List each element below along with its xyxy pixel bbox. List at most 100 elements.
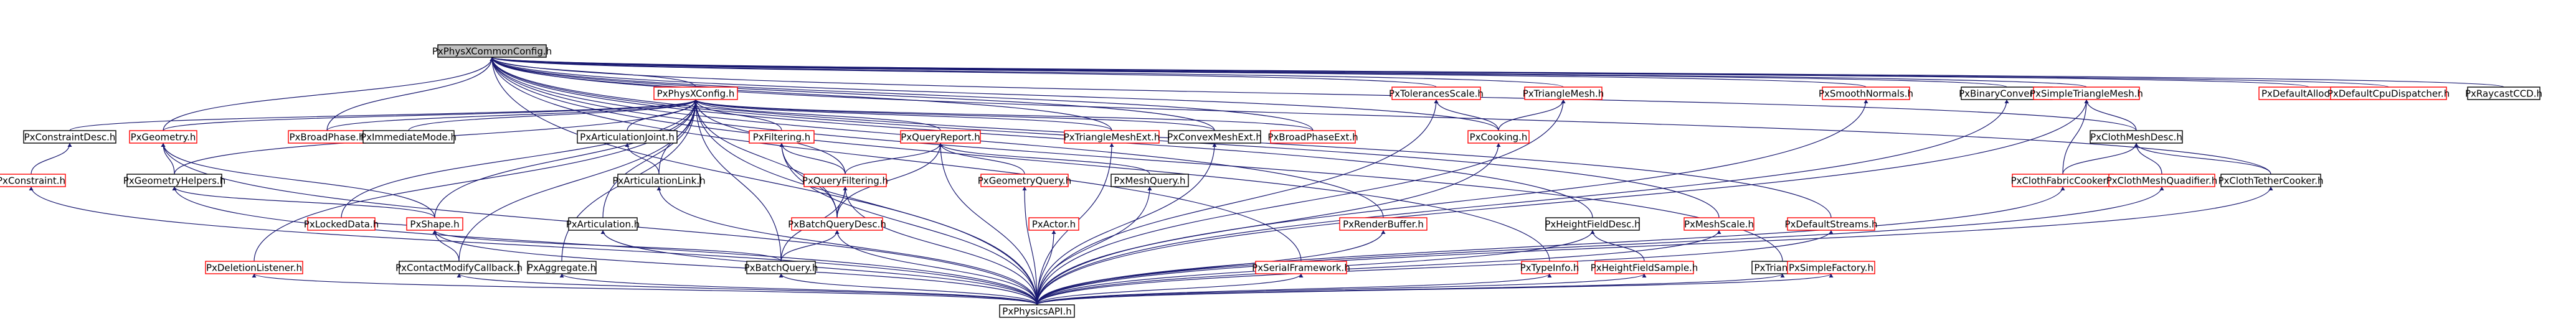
node-lockeddata[interactable]: PxLockedData.h — [304, 217, 379, 231]
node-config[interactable]: PxPhysXConfig.h — [653, 86, 738, 100]
node-cooking[interactable]: PxCooking.h — [1467, 130, 1530, 144]
node-box-tolscale — [1391, 86, 1481, 100]
node-deletion[interactable]: PxDeletionListener.h — [205, 261, 303, 274]
node-artjoint[interactable]: PxArticulationJoint.h — [577, 130, 678, 144]
edge-physicsapi-to-aggregate — [561, 273, 1038, 305]
node-label-config: PxPhysXConfig.h — [657, 88, 735, 100]
node-batchquery[interactable]: PxBatchQuery.h — [744, 261, 818, 274]
node-label-batchquery: PxBatchQuery.h — [744, 263, 818, 274]
node-box-lockeddata — [307, 217, 376, 231]
node-label-broadphase: PxBroadPhase.h — [289, 132, 364, 143]
node-box-batchquery — [746, 261, 816, 274]
node-constdesc[interactable]: PxConstraintDesc.h — [23, 130, 116, 144]
graph-edges — [29, 57, 2504, 305]
node-geomhelpers[interactable]: PxGeometryHelpers.h — [123, 174, 225, 187]
node-typeinfo[interactable]: PxTypeInfo.h — [1520, 261, 1579, 274]
edge-batchquery-to-shape — [434, 230, 782, 262]
node-label-filtering: PxFiltering.h — [753, 132, 811, 143]
node-smoothnorm[interactable]: PxSmoothNormals.h — [1819, 86, 1913, 100]
edge-contactmod-to-shape — [434, 230, 460, 262]
node-simplefactory[interactable]: PxSimpleFactory.h — [1787, 261, 1875, 274]
edge-typeinfo-to-root — [491, 57, 1550, 262]
edge-defcpu-to-root — [491, 57, 2389, 88]
edge-physicsapi-to-binconv — [1036, 99, 2007, 305]
edge-tolscale-to-root — [491, 57, 1437, 88]
arrowhead-physicsapi-to-aggregate — [559, 274, 564, 277]
node-constraint[interactable]: PxConstraint.h — [0, 174, 66, 187]
node-queryreport[interactable]: PxQueryReport.h — [900, 130, 981, 144]
node-label-geomquery: PxGeometryQuery.h — [978, 175, 1071, 187]
node-clothquad[interactable]: PxClothMeshQuadifier.h — [2106, 174, 2218, 187]
edge-physicsapi-to-actor — [1036, 230, 1054, 305]
node-simpletri[interactable]: PxSimpleTriangleMesh.h — [2030, 86, 2143, 100]
node-defstreams[interactable]: PxDefaultStreams.h — [1784, 217, 1878, 231]
node-box-bpext — [1270, 130, 1356, 144]
node-immediate[interactable]: PxImmediateMode.h — [361, 130, 457, 144]
node-trimeshext[interactable]: PxTriangleMeshExt.h — [1064, 130, 1160, 144]
node-tolscale[interactable]: PxTolerancesScale.h — [1389, 86, 1484, 100]
edge-physicsapi-to-hfsample — [1036, 273, 1645, 305]
edge-batchquery-to-batchdesc — [780, 230, 838, 262]
node-label-serialfw: PxSerialFramework.h — [1252, 263, 1350, 274]
node-box-smoothnorm — [1822, 86, 1910, 100]
edge-convexext-to-config — [695, 99, 1215, 131]
edge-artlink-to-artjoint — [627, 142, 660, 175]
arrowhead-physicsapi-to-constraint — [29, 187, 34, 190]
node-raycast[interactable]: PxRaycastCCD.h — [2465, 86, 2542, 100]
edge-physicsapi-to-batchquery — [780, 273, 1038, 305]
edge-physicsapi-to-queryfilt — [845, 186, 1038, 305]
arrowhead-geomhelpers-to-config — [693, 100, 698, 103]
edge-physicsapi-to-queryreport — [940, 142, 1038, 305]
node-geometry[interactable]: PxGeometry.h — [129, 130, 197, 144]
node-broadphase[interactable]: PxBroadPhase.h — [288, 130, 366, 144]
node-box-meshquery — [1110, 174, 1189, 187]
node-box-hfsample — [1594, 261, 1694, 274]
node-meshscale[interactable]: PxMeshScale.h — [1683, 217, 1754, 231]
node-convexext[interactable]: PxConvexMeshExt.h — [1167, 130, 1262, 144]
node-box-batchdesc — [791, 217, 883, 231]
node-filtering[interactable]: PxFiltering.h — [749, 130, 815, 144]
edge-physicsapi-to-shape — [434, 230, 1038, 305]
node-queryfilt[interactable]: PxQueryFiltering.h — [802, 174, 888, 187]
edge-cooking-to-trimesh — [1498, 99, 1564, 131]
node-contactmod[interactable]: PxContactModifyCallback.h — [395, 261, 523, 274]
node-renderbuf[interactable]: PxRenderBuffer.h — [1339, 217, 1428, 231]
arrowhead-physicsapi-to-trimesh — [1561, 100, 1566, 103]
edge-physicsapi-to-triangle — [1036, 273, 1783, 305]
node-serialfw[interactable]: PxSerialFramework.h — [1252, 261, 1350, 274]
node-shape[interactable]: PxShape.h — [406, 217, 463, 231]
arrowhead-physicsapi-to-clothquad — [2159, 187, 2164, 190]
node-hfsample[interactable]: PxHeightFieldSample.h — [1591, 261, 1698, 274]
edge-queryfilt-to-queryreport — [845, 142, 941, 175]
node-bpext[interactable]: PxBroadPhaseExt.h — [1267, 130, 1358, 144]
edge-clothfabric-to-clothdesc — [2062, 142, 2137, 175]
node-clothfabric[interactable]: PxClothFabricCooker.h — [2011, 174, 2115, 187]
node-geomquery[interactable]: PxGeometryQuery.h — [978, 174, 1071, 187]
node-binconv[interactable]: PxBinaryConverter.h — [1959, 86, 2055, 100]
node-physicsapi[interactable]: PxPhysicsAPI.h — [999, 304, 1075, 318]
node-label-binconv: PxBinaryConverter.h — [1959, 88, 2055, 100]
node-aggregate[interactable]: PxAggregate.h — [527, 261, 597, 274]
node-articulation[interactable]: PxArticulation.h — [566, 217, 640, 231]
node-trimesh[interactable]: PxTriangleMesh.h — [1523, 86, 1604, 100]
node-box-simpletri — [2033, 86, 2140, 100]
arrowhead-physicsapi-to-batchdesc — [835, 230, 840, 234]
edge-physicsapi-to-batchdesc — [836, 230, 1038, 305]
node-clothtether[interactable]: PxClothTetherCooker.h — [2218, 174, 2324, 187]
node-actor[interactable]: PxActor.h — [1028, 217, 1079, 231]
node-clothdesc[interactable]: PxClothMeshDesc.h — [2090, 130, 2183, 144]
edge-serialfw-to-root — [491, 57, 1302, 262]
node-defcpu[interactable]: PxDefaultCpuDispatcher.h — [2327, 86, 2450, 100]
node-artlink[interactable]: PxArticulationLink.h — [612, 174, 706, 187]
edge-physicsapi-to-clothfabric — [1036, 186, 2063, 305]
edge-physicsapi-to-simpletri — [1036, 99, 2087, 305]
node-batchdesc[interactable]: PxBatchQueryDesc.h — [788, 217, 886, 231]
node-meshquery[interactable]: PxMeshQuery.h — [1110, 174, 1189, 187]
edge-raycast-to-root — [491, 57, 2504, 88]
node-label-clothdesc: PxClothMeshDesc.h — [2090, 132, 2182, 143]
node-box-hfdesc — [1545, 217, 1640, 231]
node-box-shape — [406, 217, 463, 231]
arrowhead-physicsapi-to-batchquery — [779, 274, 784, 277]
node-label-physicsapi: PxPhysicsAPI.h — [1002, 306, 1071, 317]
node-hfdesc[interactable]: PxHeightFieldDesc.h — [1545, 217, 1641, 231]
